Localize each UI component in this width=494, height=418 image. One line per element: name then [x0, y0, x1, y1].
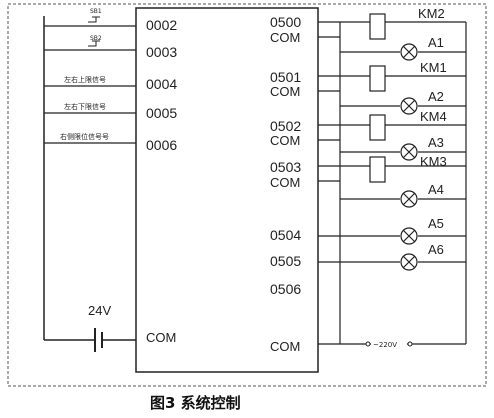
- supply-voltage-label: 24V: [88, 303, 111, 318]
- lamp-a4-icon: [400, 190, 418, 208]
- output-label-0506: 0506: [270, 281, 301, 297]
- output-label-0504: 0504: [270, 227, 301, 243]
- input-label-0006: 0006: [146, 137, 177, 153]
- output-com-0501: COM: [270, 84, 300, 99]
- output-com-bottom: COM: [270, 339, 300, 354]
- lamp-a6-icon: [400, 253, 418, 271]
- lamp-label-a2: A2: [428, 89, 444, 104]
- lamp-a3-icon: [400, 143, 418, 161]
- contactor-coil-km3: [369, 156, 386, 183]
- lamp-label-a6: A6: [428, 242, 444, 257]
- switch-icons: [88, 16, 100, 47]
- output-com-0502: COM: [270, 133, 300, 148]
- ac-supply-label: ~220V: [373, 341, 397, 349]
- ac-terminal-right-icon: [407, 341, 413, 347]
- ac-label-gap: [371, 338, 407, 350]
- contactor-label-km3: KM3: [420, 154, 447, 169]
- plc-body: [135, 7, 319, 373]
- sensor-label-1: 左右上限信号: [64, 75, 106, 84]
- input-label-0005: 0005: [146, 105, 177, 121]
- lamp-label-a1: A1: [428, 35, 444, 50]
- lamp-label-a3: A3: [428, 135, 444, 150]
- input-label-0002: 0002: [146, 17, 177, 33]
- lamp-a1-icon: [400, 43, 418, 61]
- lamp-a2-icon: [400, 97, 418, 115]
- contactor-label-km4: KM4: [420, 109, 447, 124]
- output-com-0500: COM: [270, 30, 300, 45]
- lamp-label-a5: A5: [428, 216, 444, 231]
- output-label-0501: 0501: [270, 69, 301, 85]
- output-label-0502: 0502: [270, 118, 301, 134]
- input-wires: [44, 25, 136, 144]
- input-label-0003: 0003: [146, 44, 177, 60]
- ac-terminal-left-icon: [365, 341, 371, 347]
- output-label-0505: 0505: [270, 253, 301, 269]
- plc-com-input-label: COM: [146, 330, 176, 345]
- contactor-coil-km4: [369, 114, 386, 141]
- output-label-0503: 0503: [270, 159, 301, 175]
- lamp-a5-icon: [400, 227, 418, 245]
- lamp-label-a4: A4: [428, 182, 444, 197]
- contactor-label-km2: KM2: [418, 6, 445, 21]
- sensor-label-3: 右侧限位信号号: [60, 132, 109, 141]
- input-label-0004: 0004: [146, 76, 177, 92]
- battery-gap: [96, 336, 101, 344]
- output-com-0503: COM: [270, 175, 300, 190]
- figure-caption: 图3 系统控制: [150, 394, 241, 412]
- contactor-coil-km2: [369, 13, 386, 40]
- contactor-coil-km1: [369, 65, 386, 92]
- sensor-label-2: 左右下限信号: [64, 102, 106, 111]
- output-label-0500: 0500: [270, 14, 301, 30]
- switch-label-sb2: SB2: [90, 35, 102, 42]
- switch-label-sb1: SB1: [90, 8, 102, 15]
- contactor-label-km1: KM1: [420, 60, 447, 75]
